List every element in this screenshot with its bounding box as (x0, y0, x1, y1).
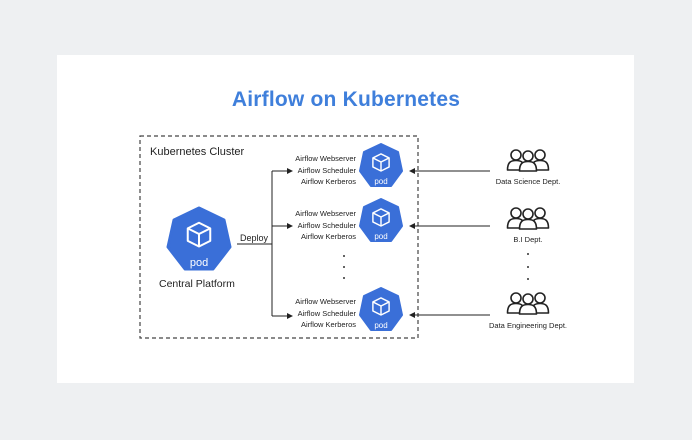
department-label: Data Science Dept. (495, 177, 561, 186)
ellipsis-dot (527, 266, 529, 268)
diagram-title: Airflow on Kubernetes (231, 88, 461, 111)
central-pod-label: pod (190, 257, 208, 269)
worker-pod-label: pod (374, 177, 387, 186)
service-label: Airflow Scheduler (297, 165, 356, 175)
ellipsis-dot (527, 253, 529, 255)
pod-group-services: Airflow Webserver Airflow Scheduler Airf… (284, 208, 356, 243)
user-group-icon (506, 292, 550, 315)
service-label: Airflow Webserver (295, 209, 356, 218)
service-label: Airflow Kerberos (300, 177, 356, 186)
ellipsis-dot (343, 277, 345, 279)
department-connectors (409, 168, 490, 318)
deploy-label: Deploy (240, 233, 269, 243)
worker-pod-icon: pod (359, 287, 403, 331)
department-label: Data Engineering Dept. (489, 321, 567, 330)
worker-pod-icon: pod (359, 143, 403, 187)
central-pod-icon: pod (166, 206, 232, 271)
worker-pod-icon: pod (359, 198, 403, 242)
worker-pod-label: pod (374, 321, 387, 330)
service-label: Airflow Kerberos (300, 232, 356, 241)
kubernetes-cluster-boundary (139, 135, 419, 339)
ellipsis-dot (343, 266, 345, 268)
ellipsis-dot (343, 255, 345, 257)
pod-group-services: Airflow Webserver Airflow Scheduler Airf… (284, 153, 356, 188)
service-label: Airflow Webserver (295, 297, 356, 306)
pod-group-services: Airflow Webserver Airflow Scheduler Airf… (284, 296, 356, 331)
service-label: Airflow Webserver (295, 154, 356, 163)
user-group-icon (506, 207, 550, 230)
service-label: Airflow Scheduler (297, 220, 356, 230)
user-group-icon (506, 149, 550, 172)
central-platform-label: Central Platform (159, 278, 235, 290)
deploy-connector (237, 168, 293, 319)
cluster-label: Kubernetes Cluster (150, 146, 245, 158)
service-label: Airflow Kerberos (300, 320, 356, 329)
department-label: B.I Dept. (513, 235, 543, 244)
service-label: Airflow Scheduler (297, 308, 356, 318)
worker-pod-label: pod (374, 232, 387, 241)
ellipsis-dot (527, 278, 529, 280)
